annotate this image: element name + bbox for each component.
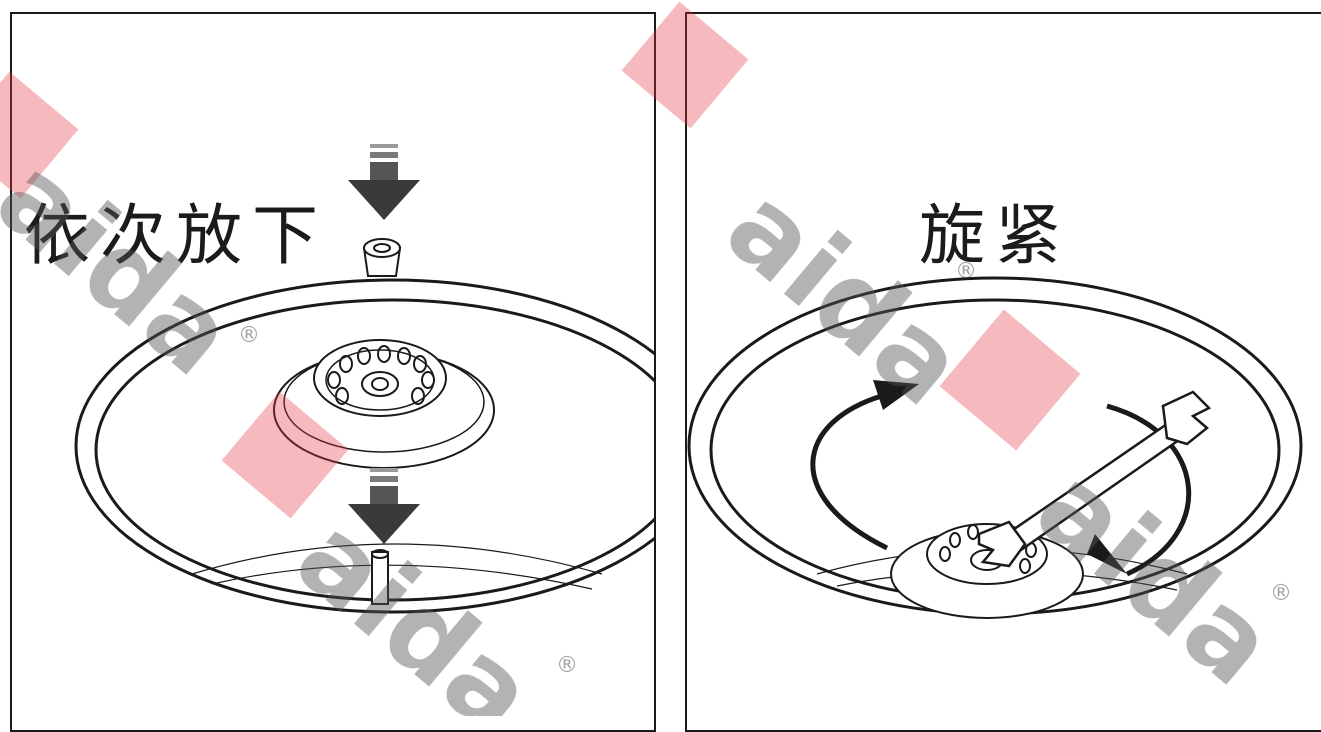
left-illustration [74, 144, 654, 614]
spindle-top [371, 549, 389, 559]
caption-place-in-order: 依次放下 [24, 197, 328, 274]
chamber-rim-inner [94, 298, 654, 602]
bowl-line [191, 543, 603, 575]
rotor-holes [327, 345, 435, 405]
rotate-arrow-icon [1106, 403, 1192, 577]
arrow-down-icon [348, 144, 420, 220]
right-illustration [687, 276, 1303, 619]
wrench-icon [977, 390, 1212, 568]
rotate-arrow-head [1087, 534, 1127, 574]
chamber-rim-outer [74, 278, 654, 614]
rotor-hub [361, 371, 399, 397]
arrow-down-icon [348, 468, 420, 544]
caption-tighten: 旋紧 [919, 197, 1071, 274]
nut-icon [362, 238, 402, 277]
panel-tighten: 旋紧 [685, 12, 1321, 732]
spindle [371, 551, 389, 605]
rotate-arrow-icon [810, 389, 898, 551]
rotate-arrow-head [873, 380, 919, 410]
panel-place-in-order: 依次放下 [10, 12, 656, 732]
bowl-line [211, 564, 593, 590]
rotor-hub-hole [371, 377, 389, 391]
